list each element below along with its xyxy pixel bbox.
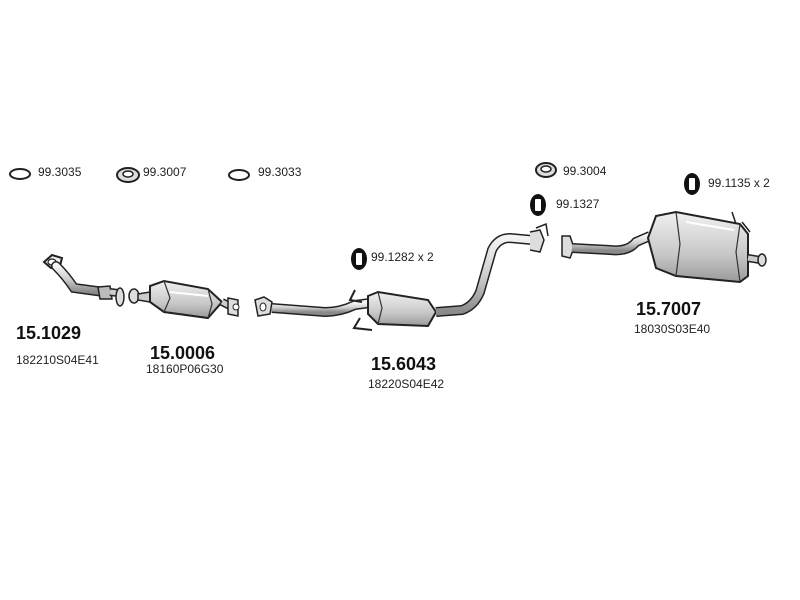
gasket-ring-icon (9, 168, 31, 180)
rubber-hanger-icon (684, 173, 700, 195)
part-number-label: 99.1282 x 2 (371, 250, 434, 264)
rubber-hanger-icon (351, 248, 367, 270)
gasket-ring-icon (228, 169, 250, 181)
oem-number: 18160P06G30 (146, 362, 224, 376)
rubber-hanger-icon (530, 194, 546, 216)
part-number-label: 99.3035 (38, 165, 82, 179)
part-number-label: 99.1327 (556, 197, 600, 211)
flange-gasket-icon (116, 167, 140, 183)
center-pipe-15-6043 (254, 222, 549, 331)
assembly-number: 15.7007 (636, 299, 702, 319)
front-pipe-15-1029 (42, 253, 125, 307)
assembly-number: 15.1029 (16, 323, 82, 343)
part-number-label: 99.1135 x 2 (708, 176, 770, 190)
rear-muffler-15-7007 (561, 210, 767, 284)
flange-gasket-icon (535, 162, 557, 178)
oem-number: 18220S04E42 (368, 377, 445, 391)
part-number-label: 99.3007 (143, 165, 187, 179)
assembly-number: 15.0006 (150, 343, 216, 363)
oem-number: 182210S04E41 (16, 353, 99, 367)
oem-number: 18030S03E40 (634, 322, 711, 336)
part-number-label: 99.3004 (563, 164, 607, 178)
catalytic-converter-15-0006 (128, 279, 240, 320)
assembly-number: 15.6043 (371, 354, 437, 374)
part-number-label: 99.3033 (258, 165, 302, 179)
